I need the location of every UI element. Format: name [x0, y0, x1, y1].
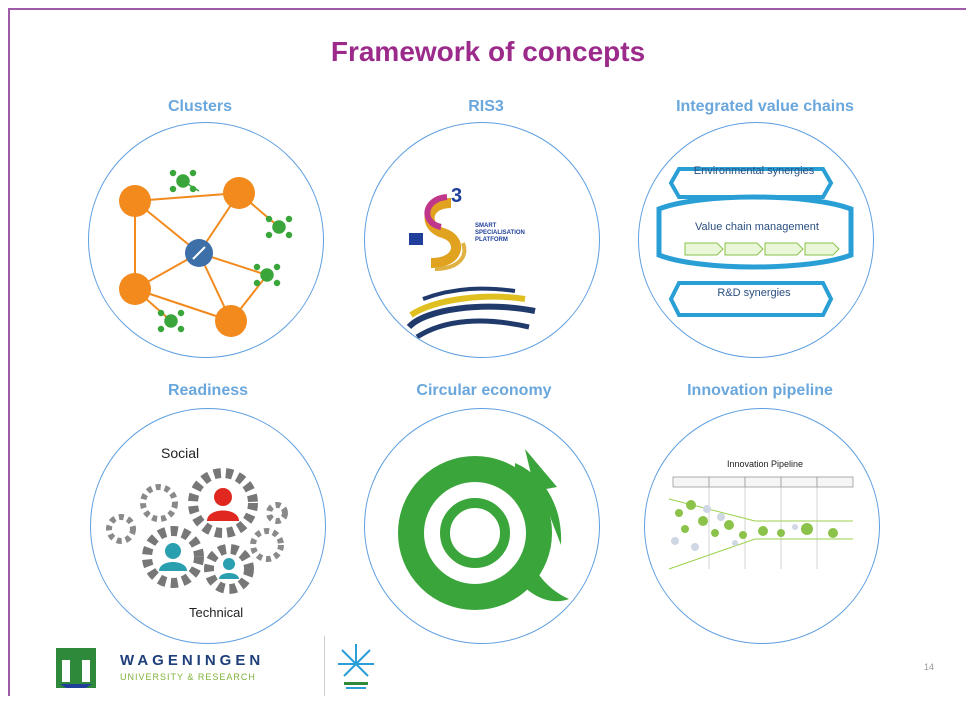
slide-title: Framework of concepts: [330, 36, 646, 67]
wageningen-brand-sub: UNIVERSITY & RESEARCH: [120, 672, 256, 682]
partner-logo-icon: [334, 640, 380, 692]
innovation-pipeline-circle: Innovation Pipeline: [644, 408, 880, 644]
pipeline-title: Innovation Pipeline: [726, 459, 804, 469]
circular-economy-icon: [398, 449, 569, 610]
value-chains-circle: Environmental synergies Value chain mana…: [638, 122, 874, 358]
label-ris3: RIS3: [468, 98, 504, 115]
rd-synergies-text: R&D synergies: [717, 287, 791, 299]
circular-economy-circle: [364, 408, 600, 644]
ris3-text-line: SMART: [475, 223, 497, 229]
value-chain-management-text: Value chain management: [695, 221, 819, 233]
social-label: Social: [161, 445, 200, 461]
innovation-pipeline-diagram: [668, 476, 854, 570]
environmental-synergies-text: Environmental synergies: [693, 165, 815, 177]
label-clusters: Clusters: [167, 98, 233, 115]
ris3-circle: 3 SMART SPECIALISATION PLATFORM: [364, 122, 600, 358]
ris3-platform-text: SMART SPECIALISATION PLATFORM: [475, 223, 525, 244]
readiness-circle: Social Technical: [90, 408, 326, 644]
label-integrated-value-chains: Integrated value chains: [676, 98, 854, 115]
ris3-text-line: SPECIALISATION: [475, 230, 525, 236]
ris3-superscript: 3: [451, 185, 463, 207]
label-readiness: Readiness: [167, 382, 249, 399]
value-chain-diagram: [656, 167, 854, 317]
page-number: 14: [924, 662, 935, 672]
technical-label: Technical: [189, 605, 244, 620]
slide-frame: [8, 8, 966, 696]
label-circular-economy: Circular economy: [416, 382, 552, 399]
cluster-network-icon: [119, 169, 293, 337]
footer-divider: [324, 636, 325, 696]
label-innovation-pipeline: Innovation pipeline: [687, 382, 833, 399]
ris3-text-line: PLATFORM: [475, 237, 508, 243]
clusters-circle: [88, 122, 324, 358]
ris3-logo-icon: [406, 194, 536, 340]
wageningen-brand: WAGENINGEN: [120, 652, 265, 669]
gears-people-icon: [106, 468, 288, 594]
wageningen-logo-icon: [56, 648, 96, 688]
